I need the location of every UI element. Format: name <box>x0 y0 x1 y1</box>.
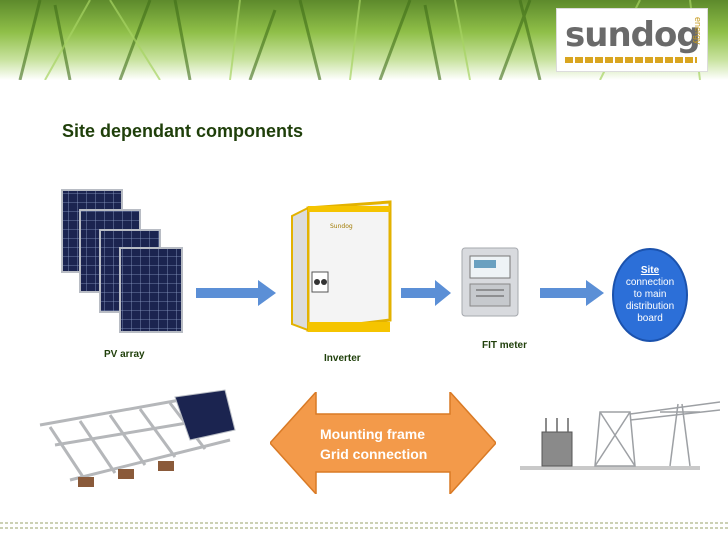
site-line3: to main <box>633 289 667 300</box>
fit-meter-image <box>461 247 519 317</box>
arrow-inverter-to-meter <box>401 280 451 306</box>
svg-text:Sundog: Sundog <box>330 223 353 230</box>
fit-meter-label: FIT meter <box>482 340 528 351</box>
mounting-frame-text: Mounting frame <box>320 426 425 442</box>
arrow-pv-to-inverter <box>196 280 276 306</box>
logo-subtext: energy <box>693 17 703 45</box>
mounting-grid-double-arrow <box>270 392 496 494</box>
site-line2: connection <box>625 277 675 288</box>
inverter-image: Sundog <box>291 200 392 332</box>
pv-array-image <box>61 189 183 333</box>
inverter-label: Inverter <box>324 353 361 364</box>
site-line1: Site <box>640 265 660 276</box>
page-title: Site dependant components <box>62 121 304 141</box>
site-line4: distribution <box>625 301 675 312</box>
pv-array-label: PV array <box>104 349 145 360</box>
grid-connection-text: Grid connection <box>320 446 428 462</box>
mounting-frame-image <box>39 389 236 487</box>
footer-divider <box>0 522 728 529</box>
arrow-meter-to-site <box>540 280 604 306</box>
company-logo: sundog energy <box>556 8 708 72</box>
site-line5: board <box>637 313 663 324</box>
site-connection-node: Site connection to main distribution boa… <box>612 248 688 342</box>
grass-image <box>18 0 701 80</box>
grid-connection-image <box>520 401 720 470</box>
logo-bar <box>565 57 697 63</box>
grass-banner: sundog energy <box>0 0 728 80</box>
logo-text: sundog <box>565 15 701 55</box>
double-arrow-text: Mounting frame Grid connection <box>320 424 450 464</box>
